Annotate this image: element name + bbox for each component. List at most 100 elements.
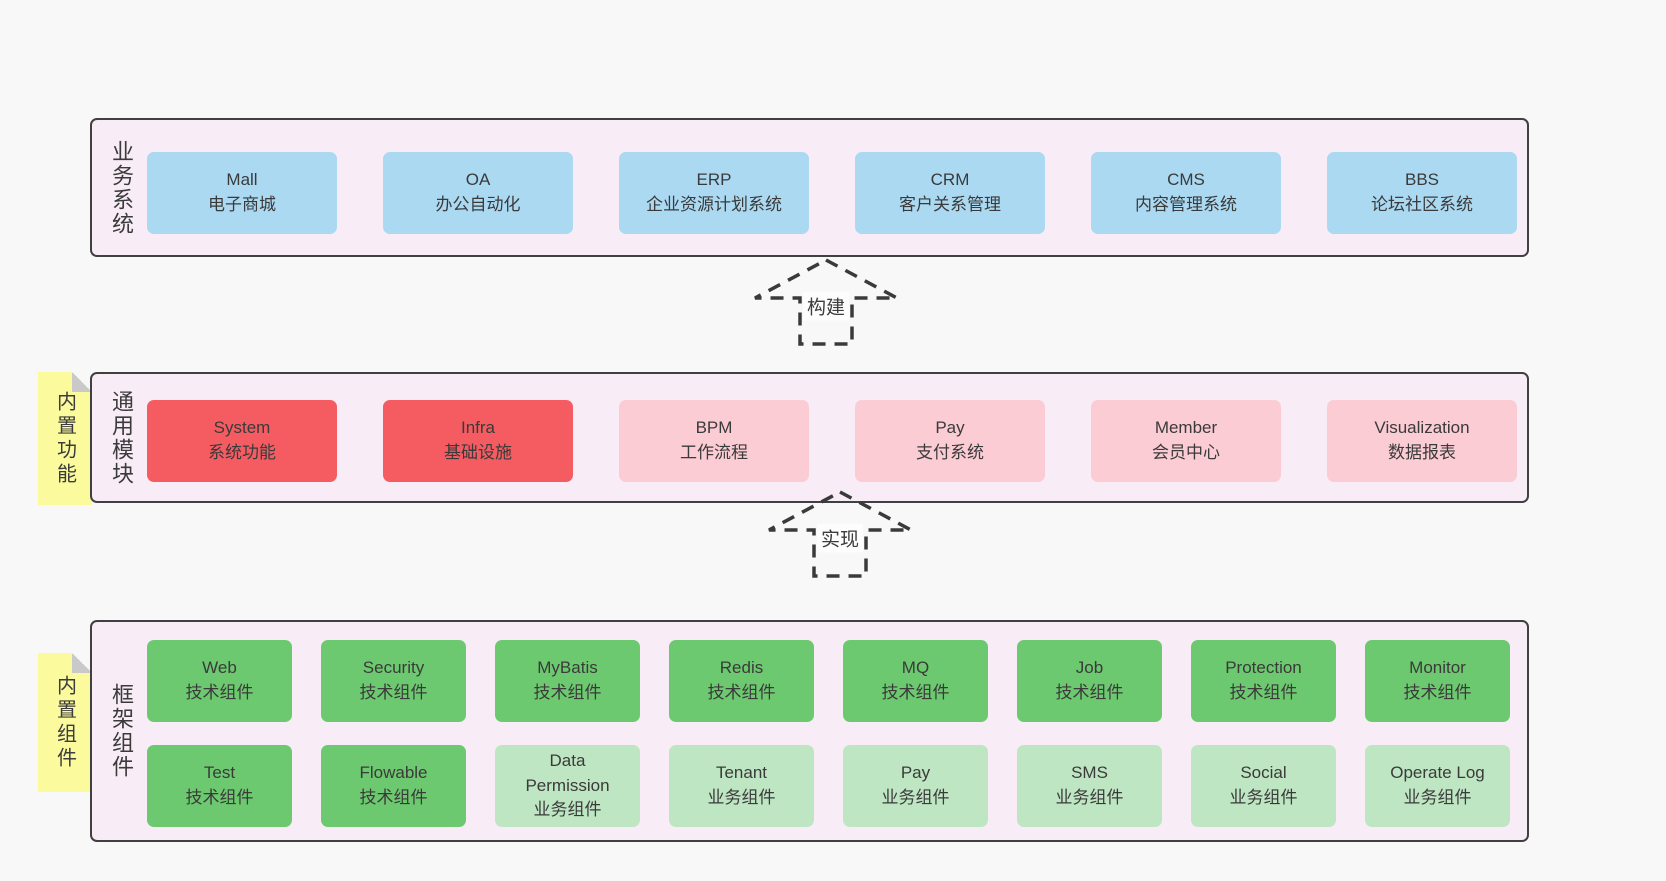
box-subtitle: 业务组件 [1403,788,1472,807]
box-subtitle: 业务组件 [533,800,602,820]
box-pay-system: Pay 支付系统 [855,400,1045,482]
box-oa: OA 办公自动化 [383,152,573,234]
box-title: CRM [930,170,970,190]
box-subtitle: 论坛社区系统 [1371,195,1473,214]
box-title: Security [362,658,425,678]
box-title: Infra [460,418,496,438]
box-subtitle: 业务组件 [881,788,950,807]
box-subtitle: 技术组件 [185,788,254,807]
box-bbs: BBS 论坛社区系统 [1327,152,1517,234]
box-job: Job 技术组件 [1017,640,1162,722]
module-boxes-row: System 系统功能 Infra 基础设施 BPM 工作流程 Pay 支付系统… [147,400,1517,482]
box-cms: CMS 内容管理系统 [1091,152,1281,234]
box-title: ERP [696,170,732,190]
box-title: Mall [226,170,258,190]
box-social: Social 业务组件 [1191,745,1336,827]
component-boxes-row-1: Web 技术组件 Security 技术组件 MyBatis 技术组件 Redi… [147,640,1510,722]
up-arrow-icon [768,490,912,578]
box-subtitle: 技术组件 [359,683,428,702]
sticky-note-builtin-components: 内置组件 [38,653,92,792]
box-title: Pay [935,418,965,438]
box-tenant: Tenant 业务组件 [669,745,814,827]
box-title: Protection [1225,658,1302,678]
sticky-note-text: 内置功能 [53,390,76,487]
layer-label-modules: 通用模块 [109,389,134,486]
layer-business-systems: 业务系统 Mall 电子商城 OA 办公自动化 ERP 企业资源计划系统 CRM… [90,118,1529,257]
box-title: SMS [1071,763,1108,783]
box-subtitle: 技术组件 [1403,683,1472,702]
box-title: Web [202,658,237,678]
layer-framework-components: 框架组件 Web 技术组件 Security 技术组件 MyBatis 技术组件… [90,620,1529,842]
component-boxes-row-2: Test 技术组件 Flowable 技术组件 Data Permission … [147,745,1510,827]
box-subtitle: 电子商城 [208,195,276,214]
arrow-implement-label: 实现 [816,523,864,553]
box-title: Operate Log [1390,763,1485,783]
box-mall: Mall 电子商城 [147,152,337,234]
box-title: Flowable [359,763,428,783]
layer-common-modules: 通用模块 System 系统功能 Infra 基础设施 BPM 工作流程 Pay… [90,372,1529,503]
box-subtitle: 业务组件 [1229,788,1298,807]
box-monitor: Monitor 技术组件 [1365,640,1510,722]
box-security: Security 技术组件 [321,640,466,722]
box-subtitle: 基础设施 [444,443,512,462]
box-visualization: Visualization 数据报表 [1327,400,1517,482]
box-sms: SMS 业务组件 [1017,745,1162,827]
box-subtitle: 数据报表 [1388,443,1456,462]
box-subtitle: 技术组件 [359,788,428,807]
box-system: System 系统功能 [147,400,337,482]
box-test: Test 技术组件 [147,745,292,827]
box-title: Job [1075,658,1104,678]
box-protection: Protection 技术组件 [1191,640,1336,722]
box-data-permission: Data Permission 业务组件 [495,745,640,827]
sticky-note-text: 内置组件 [53,674,76,771]
box-subtitle: 技术组件 [185,683,254,702]
box-web: Web 技术组件 [147,640,292,722]
box-title: BPM [695,418,733,438]
box-infra: Infra 基础设施 [383,400,573,482]
box-title: Member [1154,418,1218,438]
box-subtitle: 工作流程 [680,443,748,462]
business-boxes-row: Mall 电子商城 OA 办公自动化 ERP 企业资源计划系统 CRM 客户关系… [147,152,1517,234]
box-title: BBS [1404,170,1440,190]
box-redis: Redis 技术组件 [669,640,814,722]
arrow-build-label: 构建 [802,291,850,321]
box-flowable: Flowable 技术组件 [321,745,466,827]
box-subtitle: 技术组件 [881,683,950,702]
box-title: Pay [900,763,931,783]
box-pay-component: Pay 业务组件 [843,745,988,827]
layer-label-business: 业务系统 [109,139,134,236]
arrow-implement: 实现 [765,489,915,579]
box-subtitle: 业务组件 [707,788,776,807]
box-subtitle: 客户关系管理 [899,195,1001,214]
box-mybatis: MyBatis 技术组件 [495,640,640,722]
sticky-note-builtin-features: 内置功能 [38,372,92,505]
box-title: OA [465,170,491,190]
box-bpm: BPM 工作流程 [619,400,809,482]
box-title: Test [203,763,236,783]
box-subtitle: 技术组件 [1229,683,1298,702]
layer-label-components: 框架组件 [109,683,134,779]
box-subtitle: 办公自动化 [435,195,521,214]
box-subtitle: 技术组件 [707,683,776,702]
box-title: Tenant [715,763,768,783]
box-title: MyBatis [537,658,598,678]
box-erp: ERP 企业资源计划系统 [619,152,809,234]
box-crm: CRM 客户关系管理 [855,152,1045,234]
box-subtitle: 内容管理系统 [1135,195,1237,214]
box-subtitle: 业务组件 [1055,788,1124,807]
arrow-build: 构建 [751,257,901,347]
box-subtitle: 支付系统 [916,443,984,462]
box-title: CMS [1167,170,1205,190]
box-title: Social [1240,763,1287,783]
box-subtitle: 技术组件 [533,683,602,702]
box-member: Member 会员中心 [1091,400,1281,482]
box-subtitle: 技术组件 [1055,683,1124,702]
box-operate-log: Operate Log 业务组件 [1365,745,1510,827]
box-subtitle: 会员中心 [1152,443,1220,462]
box-title: Data Permission [525,751,610,795]
box-title: MQ [901,658,930,678]
box-subtitle: 系统功能 [208,443,276,462]
box-subtitle: 企业资源计划系统 [646,195,782,214]
box-mq: MQ 技术组件 [843,640,988,722]
